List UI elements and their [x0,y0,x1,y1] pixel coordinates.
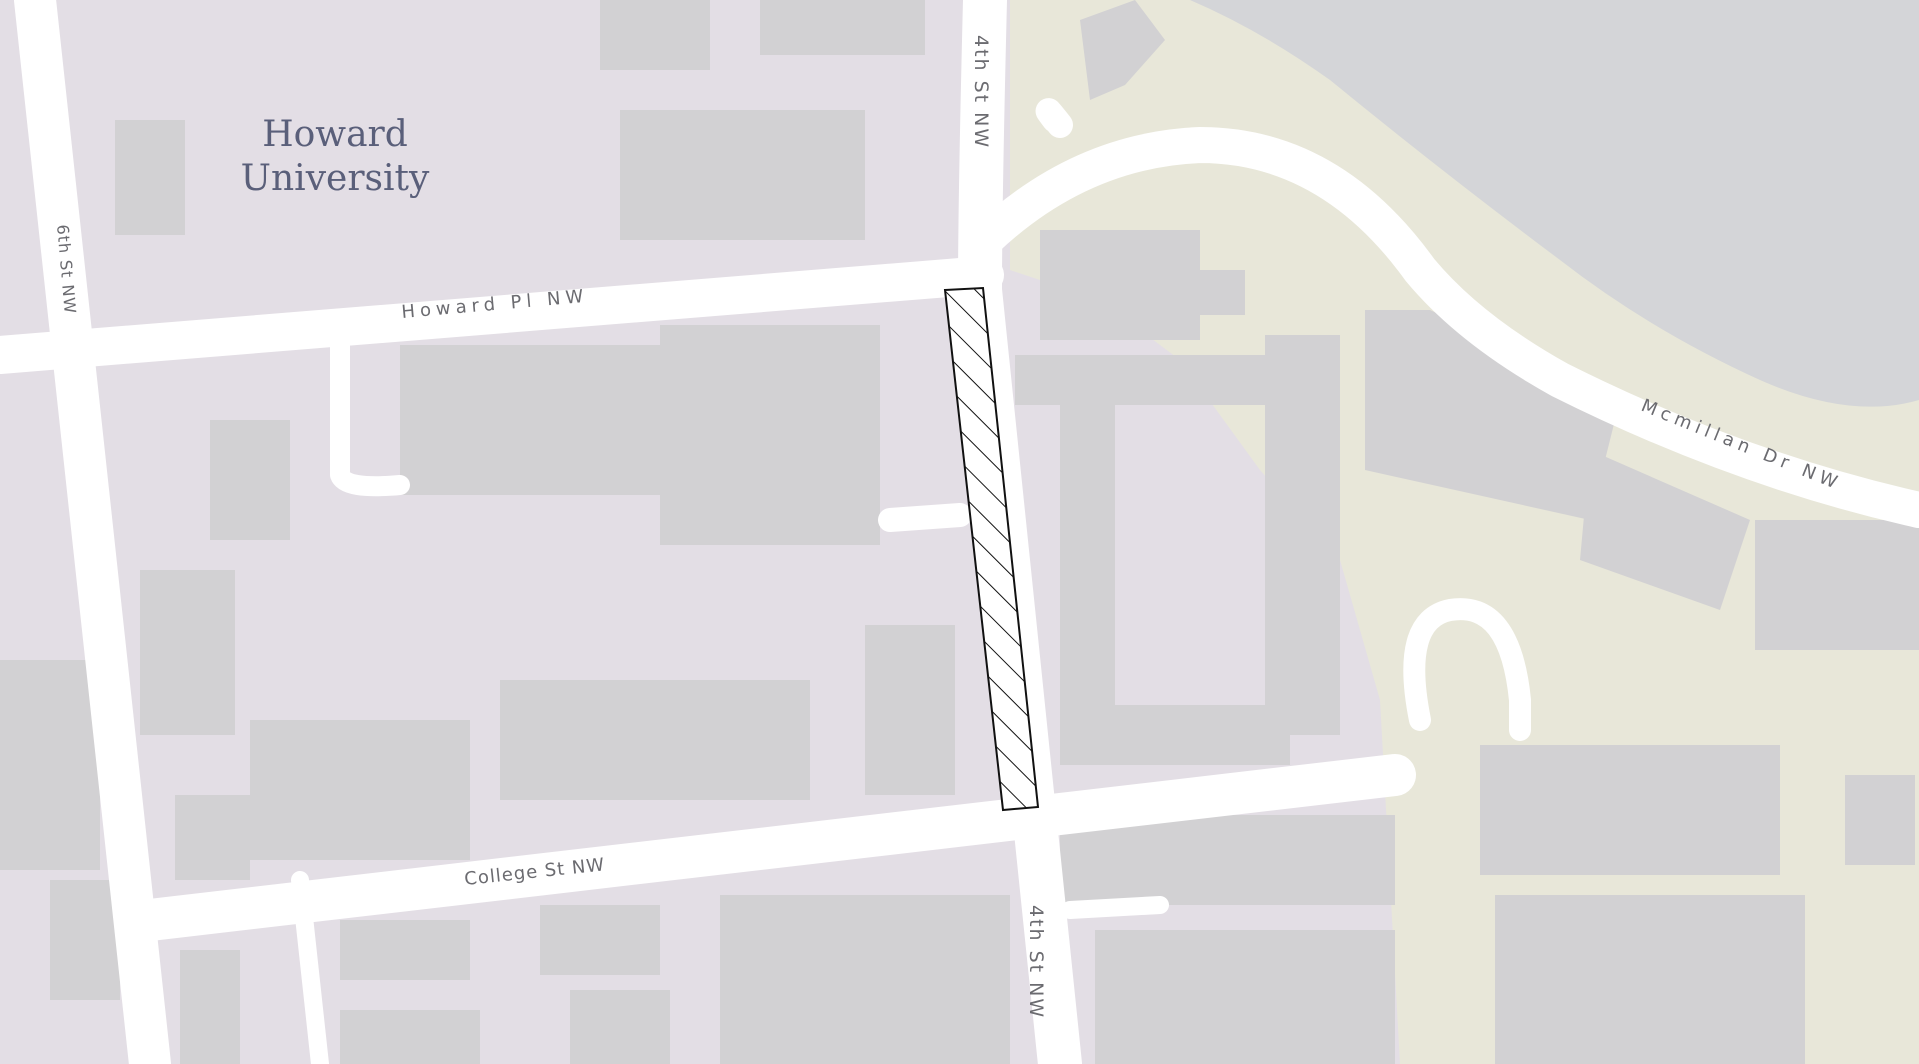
reservoir-water [1190,0,1919,407]
road-drive-c [1061,896,1169,919]
road-mcmillan-dr [967,127,1919,528]
road-mcmillan-loop [1035,98,1073,138]
road-drive-a [330,330,410,497]
road-service-loop [1403,598,1531,741]
street-label-4th-north: 4th St NW [970,35,992,149]
road-college-st [129,754,1416,941]
street-label-4th-south: 4th St NW [1025,905,1047,1019]
place-label-line1: Howard [262,114,408,155]
road-drive-d [291,871,329,1064]
road-6th-st [14,0,171,1064]
road-howard-pl [0,256,1004,374]
highlighted-segment[interactable] [943,286,1040,812]
place-label-line2: University [241,158,430,199]
road-drive-b [878,503,972,532]
